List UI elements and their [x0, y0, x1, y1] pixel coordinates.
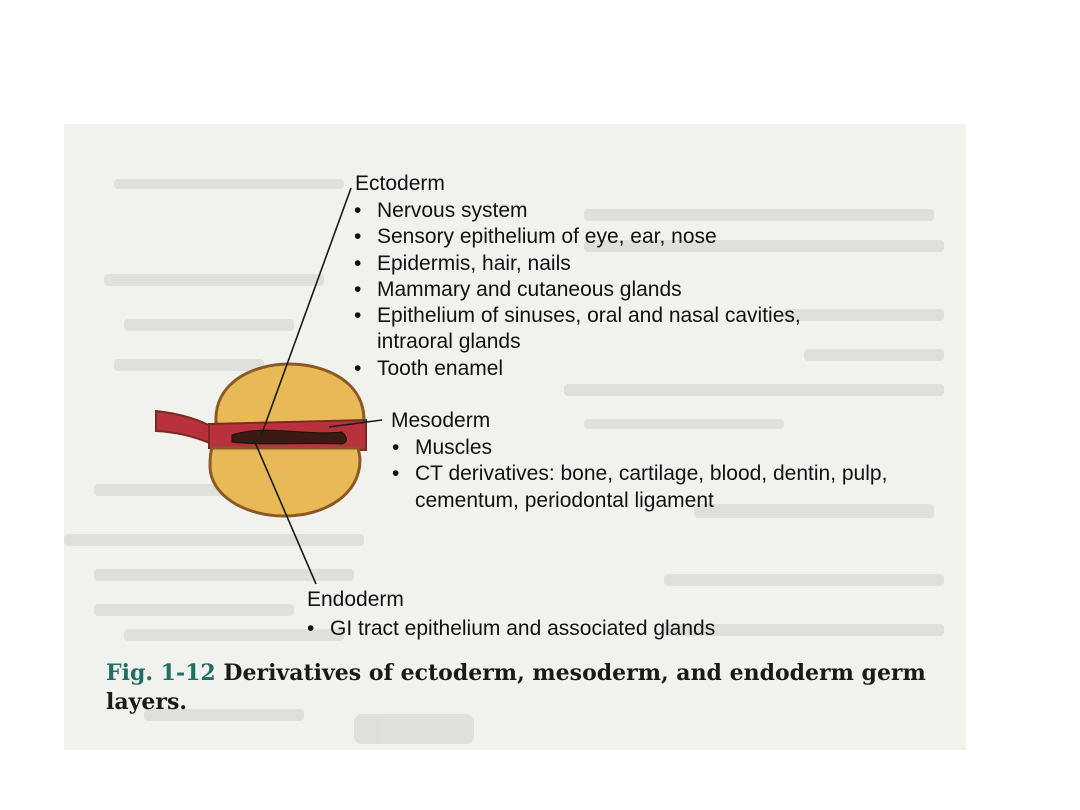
- endoderm-list: GI tract epithelium and associated gland…: [307, 616, 715, 643]
- ectoderm-leader-line: [260, 187, 352, 437]
- list-item: Epithelium of sinuses, oral and nasal ca…: [354, 303, 847, 356]
- endoderm-title: Endoderm: [307, 588, 404, 611]
- figure-number: Fig. 1-12: [106, 660, 216, 686]
- caption-text: Derivatives of ectoderm, mesoderm, and e…: [106, 660, 926, 715]
- embryo-diagram: [155, 187, 383, 585]
- mesoderm-leader-line: [328, 419, 383, 428]
- endoderm-leader-line: [253, 439, 317, 585]
- list-item: Epidermis, hair, nails: [354, 251, 847, 278]
- list-item: Tooth enamel: [354, 356, 847, 383]
- germ-disc-fold: [231, 429, 347, 445]
- yolk-stalk: [155, 409, 218, 446]
- list-item: Muscles: [392, 435, 893, 462]
- figure-panel: Ectoderm Nervous system Sensory epitheli…: [64, 124, 966, 750]
- list-item: Nervous system: [354, 198, 847, 225]
- list-item: GI tract epithelium and associated gland…: [307, 616, 715, 643]
- list-item: Mammary and cutaneous glands: [354, 277, 847, 304]
- ectoderm-title: Ectoderm: [355, 172, 445, 195]
- figure-caption: Fig. 1-12 Derivatives of ectoderm, mesod…: [106, 659, 946, 717]
- list-item: CT derivatives: bone, cartilage, blood, …: [392, 461, 893, 514]
- embryo-cross-section: [155, 362, 367, 518]
- yolk-sac-endoderm: [208, 446, 362, 518]
- list-item: Sensory epithelium of eye, ear, nose: [354, 224, 847, 251]
- ectoderm-list: Nervous system Sensory epithelium of eye…: [354, 198, 847, 382]
- mesoderm-list: Muscles CT derivatives: bone, cartilage,…: [392, 435, 893, 514]
- mesoderm-title: Mesoderm: [391, 409, 491, 432]
